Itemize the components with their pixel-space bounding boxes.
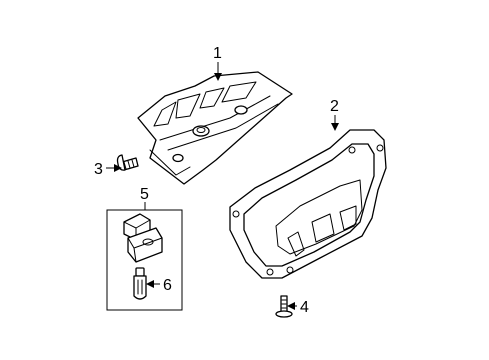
clip-part <box>275 295 293 318</box>
callout-6: 6 <box>163 277 172 294</box>
callout-3: 3 <box>94 161 103 178</box>
bulb-part <box>133 267 147 300</box>
callout-2: 2 <box>330 98 339 115</box>
bracket-part <box>137 71 293 185</box>
callout-5: 5 <box>140 186 149 203</box>
callout-1: 1 <box>213 45 222 62</box>
socket-part <box>123 213 163 263</box>
liner-frame-part <box>229 129 387 279</box>
callout-4: 4 <box>300 299 309 316</box>
